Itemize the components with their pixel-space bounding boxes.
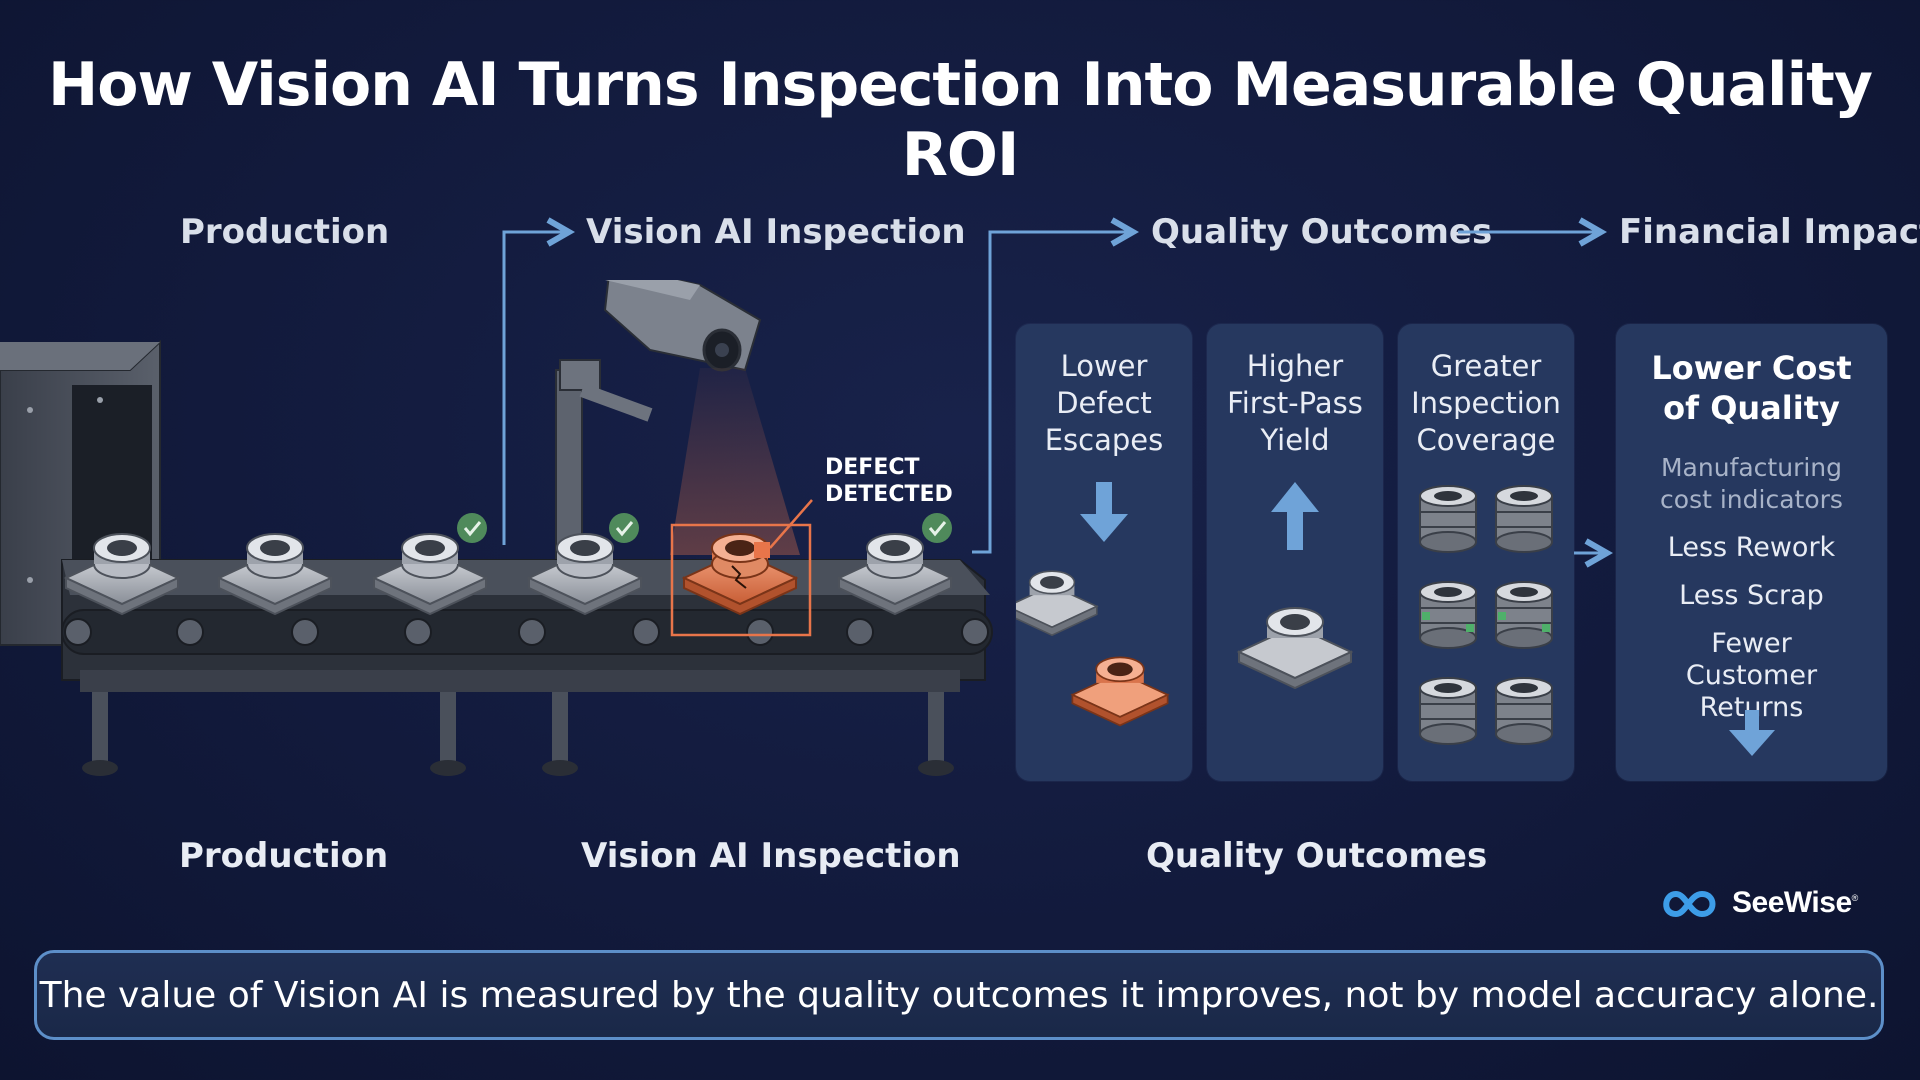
stage-label-production-top: Production: [180, 212, 390, 252]
connector-inspection-to-outcomes: [972, 232, 1130, 554]
stage-label-production-bottom: Production: [179, 836, 389, 876]
pass-check-icon: [920, 511, 954, 545]
stage-label-quality-top: Quality Outcomes: [1151, 212, 1493, 252]
part-stack-icon: [1495, 677, 1553, 745]
outcome-card-first-pass-yield: Higher First-Pass Yield: [1207, 324, 1383, 781]
stage-label-inspection-top: Vision AI Inspection: [586, 212, 966, 252]
conveyor-illustration: [0, 280, 993, 776]
brand-name: SeeWise®: [1732, 886, 1858, 920]
card-title-line: Higher: [1246, 349, 1344, 383]
part-stack-icon: [1495, 485, 1553, 553]
card-illustration: [1236, 482, 1354, 690]
banner-text: The value of Vision AI is measured by th…: [39, 974, 1879, 1016]
stage-label-quality-bottom: Quality Outcomes: [1146, 836, 1488, 876]
financial-item-rework: Less Rework: [1667, 532, 1836, 563]
connector-production-to-inspection: [502, 232, 566, 545]
inspection-camera: [555, 280, 800, 571]
card-illustration: [1419, 485, 1553, 745]
down-arrow-icon: [1080, 482, 1128, 542]
card-illustration: [1016, 482, 1170, 727]
down-arrow-icon: [1729, 710, 1775, 756]
up-arrow-icon: [1271, 482, 1319, 550]
card-title: Lower Defect Escapes: [1016, 348, 1192, 459]
key-message-banner: The value of Vision AI is measured by th…: [34, 950, 1884, 1040]
part-stack-icon: [1419, 485, 1477, 553]
financial-card-subtitle: Manufacturing cost indicators: [1616, 452, 1887, 516]
financial-item-scrap: Less Scrap: [1679, 580, 1824, 611]
stage-label-inspection-bottom: Vision AI Inspection: [581, 836, 961, 876]
card-title-line: Greater: [1430, 349, 1542, 383]
outcome-card-defect-escapes: Lower Defect Escapes: [1016, 324, 1192, 781]
card-title-line: Yield: [1260, 423, 1330, 457]
part-icon: [1236, 607, 1354, 690]
brand-trademark: ®: [1851, 893, 1859, 903]
defect-marker: [754, 542, 770, 558]
pass-check-icon: [455, 511, 489, 545]
stage-label-financial-top: Financial Impact: [1619, 212, 1920, 252]
defective-part-icon: [1070, 656, 1170, 727]
financial-impact-card: Lower Cost of Quality Manufacturing cost…: [1616, 324, 1887, 781]
card-title-line: Escapes: [1044, 423, 1164, 457]
part-icon: [1016, 570, 1099, 637]
page-title: How Vision AI Turns Inspection Into Meas…: [48, 50, 1873, 190]
financial-title-line: Lower Cost: [1651, 349, 1852, 387]
card-title: Greater Inspection Coverage: [1398, 348, 1574, 459]
card-title-line: Inspection: [1411, 386, 1561, 420]
financial-card-title: Lower Cost of Quality: [1616, 348, 1887, 428]
card-title-line: Coverage: [1416, 423, 1556, 457]
detection-box: [670, 523, 812, 637]
financial-subtitle-line: Manufacturing: [1660, 453, 1843, 482]
card-title: Higher First-Pass Yield: [1207, 348, 1383, 459]
pass-check-icon: [607, 511, 641, 545]
card-title-line: Lower: [1060, 349, 1148, 383]
outcome-card-inspection-coverage: Greater Inspection Coverage: [1398, 324, 1574, 781]
financial-title-line: of Quality: [1663, 389, 1840, 427]
defect-callout-line: [769, 499, 813, 549]
card-title-line: Defect: [1056, 386, 1152, 420]
defect-label-line: DETECTED: [825, 482, 953, 507]
brand-text: SeeWise: [1732, 886, 1852, 919]
card-title-line: First-Pass: [1227, 386, 1363, 420]
card-illustration: [1729, 710, 1775, 756]
part-stack-icon: [1419, 677, 1477, 745]
seewise-logo-icon: [1663, 891, 1716, 917]
financial-subtitle-line: cost indicators: [1660, 485, 1843, 514]
defect-label-line: DEFECT: [825, 455, 920, 480]
defect-detected-label: DEFECT DETECTED: [825, 454, 953, 508]
